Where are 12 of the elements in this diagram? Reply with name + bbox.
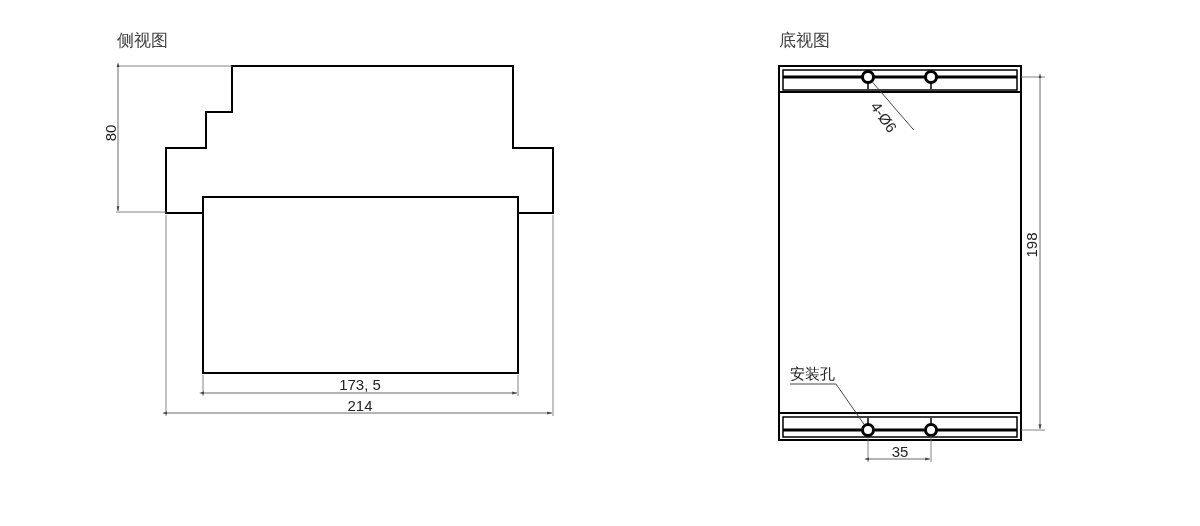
dimension-text: 214 xyxy=(347,397,373,413)
mounting-hole xyxy=(861,423,875,437)
view-title: 底视图 xyxy=(779,32,830,49)
mounting-hole xyxy=(861,70,875,84)
view-title: 侧视图 xyxy=(117,32,168,49)
dimension-text: 80 xyxy=(102,124,118,142)
dimension-text: 198 xyxy=(1023,232,1039,258)
leader-line xyxy=(872,81,915,131)
dimension-text: 35 xyxy=(891,443,909,459)
dimension-text: 173, 5 xyxy=(339,376,381,392)
callout-text: 安装孔 xyxy=(790,366,835,381)
leader-line xyxy=(789,383,865,425)
